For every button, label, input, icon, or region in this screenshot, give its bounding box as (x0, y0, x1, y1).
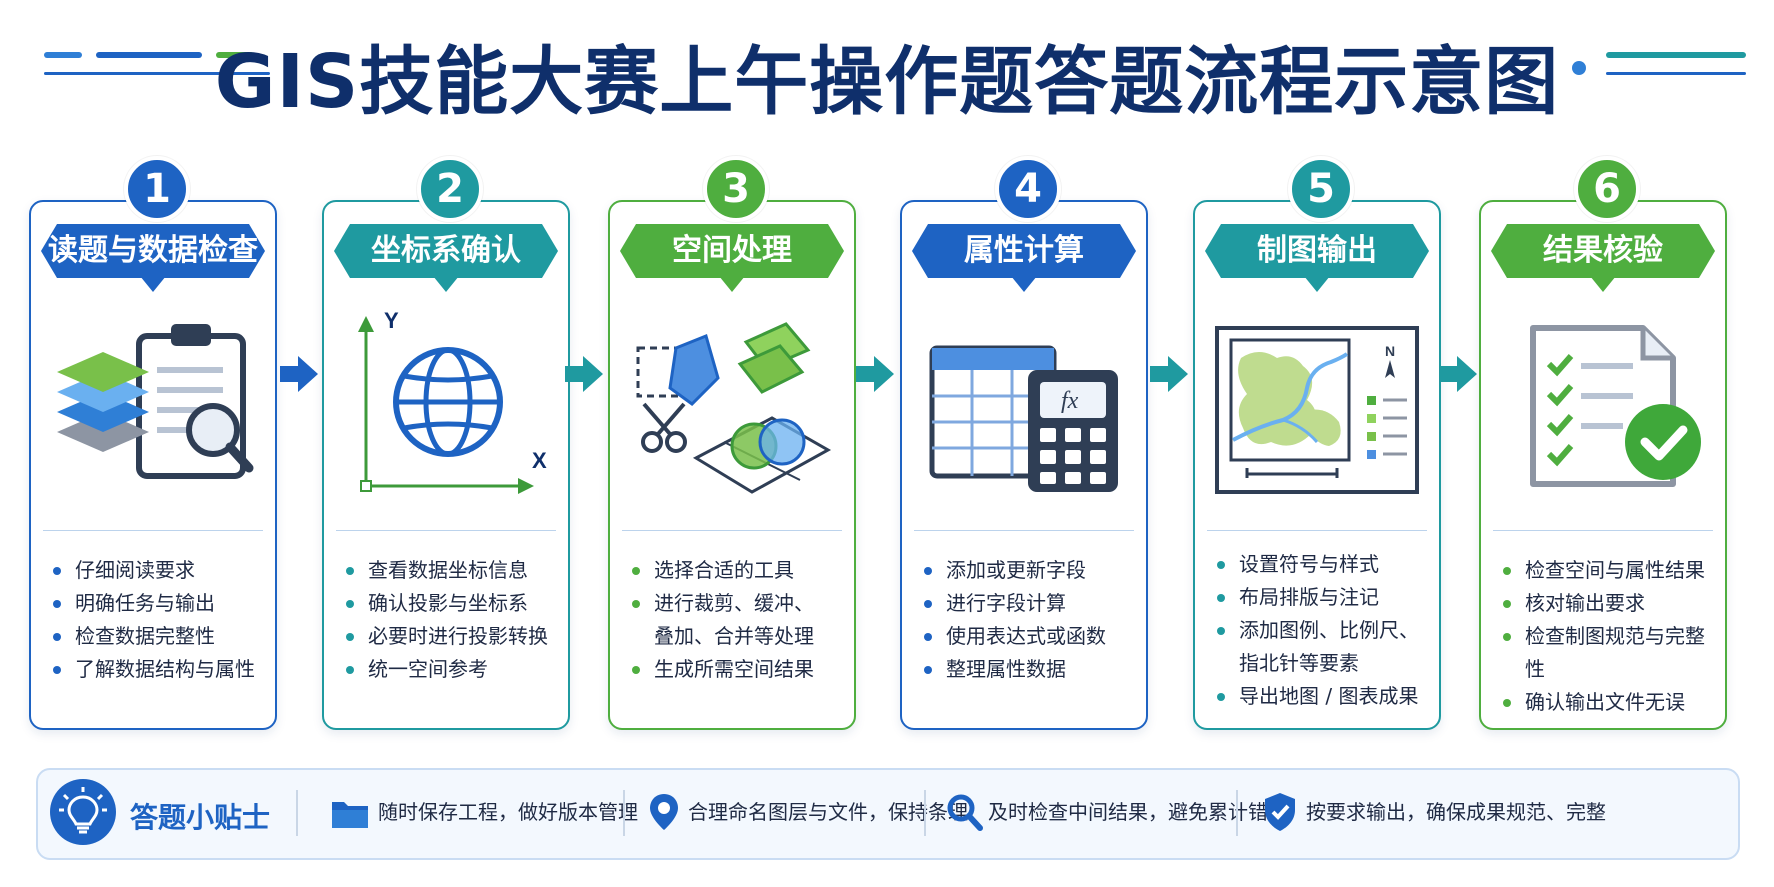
list-item: 生成所需空间结果 (630, 653, 844, 686)
step-number: 2 (417, 156, 483, 222)
tips-divider (1236, 790, 1238, 836)
north-arrow-label: N (1385, 343, 1395, 359)
list-item: 明确任务与输出 (51, 587, 265, 620)
step-title: 属性计算 (912, 224, 1136, 278)
clip-overlay-icon (636, 322, 832, 494)
card-divider (336, 530, 556, 531)
step-card-2: 2 坐标系确认 Y X 查看数据坐标信息 确认投影与坐标系 必要时进行投影转换 … (322, 156, 570, 730)
list-item: 确认输出文件无误 (1501, 686, 1715, 719)
step-checklist: 选择合适的工具 进行裁剪、缓冲、 叠加、合并等处理 生成所需空间结果 (630, 554, 844, 686)
card-divider (43, 530, 263, 531)
search-icon (947, 794, 983, 831)
step-card-6: 6 结果核验 检查空间与属性结果 核对输出要求 检查制图规范与完整性 确认输出文… (1479, 156, 1727, 730)
title-deco-right-1 (1606, 52, 1746, 58)
step-checklist: 添加或更新字段 进行字段计算 使用表达式或函数 整理属性数据 (922, 554, 1136, 686)
card-divider (1493, 530, 1713, 531)
tip-text: 及时检查中间结果，避免累计错误 (988, 800, 1288, 824)
step-title: 结果核验 (1491, 224, 1715, 278)
list-item: 布局排版与注记 (1215, 581, 1429, 614)
step-number: 4 (995, 156, 1061, 222)
title-deco-right-line (1606, 72, 1746, 75)
lightbulb-icon (50, 779, 116, 845)
step-title: 空间处理 (620, 224, 844, 278)
step-card-4: 4 属性计算 fx 添加或更新字段 进行字段计算 使用表达式或函数 整理属性数据 (900, 156, 1148, 730)
list-item: 确认投影与坐标系 (344, 587, 558, 620)
title-deco-left-3 (216, 52, 254, 58)
axis-x-label: X (532, 448, 547, 473)
banner-pointer (1590, 276, 1616, 292)
flow-arrow-icon (856, 356, 894, 392)
location-pin-icon (650, 794, 678, 830)
tips-divider (924, 790, 926, 836)
step-title: 读题与数据检查 (41, 224, 265, 278)
list-item: 了解数据结构与属性 (51, 653, 265, 686)
list-item: 设置符号与样式 (1215, 548, 1429, 581)
shield-check-icon (1265, 793, 1295, 831)
card-divider (1207, 530, 1427, 531)
axis-y-label: Y (384, 308, 399, 333)
step-card-5: 5 制图输出 N 设置符号与样式 布局排版与注记 添加图例、比例尺、 指北针等要… (1193, 156, 1441, 730)
flow-arrow-icon (565, 356, 603, 392)
step-checklist: 设置符号与样式 布局排版与注记 添加图例、比例尺、 指北针等要素 导出地图 / … (1215, 548, 1429, 713)
list-item: 导出地图 / 图表成果 (1215, 680, 1429, 713)
card-divider (914, 530, 1134, 531)
page-title: GIS技能大赛上午操作题答题流程示意图 (214, 39, 1560, 125)
globe-axes-icon: Y X (358, 308, 547, 494)
list-item: 叠加、合并等处理 (654, 624, 814, 648)
step-checklist: 检查空间与属性结果 核对输出要求 检查制图规范与完整性 确认输出文件无误 (1501, 554, 1715, 719)
banner-pointer (433, 276, 459, 292)
list-item: 核对输出要求 (1501, 587, 1715, 620)
step-number: 6 (1574, 156, 1640, 222)
list-item: 使用表达式或函数 (922, 620, 1136, 653)
flow-arrow-icon (1439, 356, 1477, 392)
banner-pointer (719, 276, 745, 292)
table-calculator-icon: fx (929, 345, 1118, 492)
checklist-check-icon (1530, 325, 1701, 487)
title-deco-left-2 (96, 52, 202, 58)
tips-divider (623, 790, 625, 836)
list-item: 添加或更新字段 (922, 554, 1136, 587)
banner-pointer (140, 276, 166, 292)
list-item: 进行裁剪、缓冲、 (630, 587, 844, 620)
list-item: 检查制图规范与完整性 (1501, 620, 1715, 686)
list-item: 查看数据坐标信息 (344, 554, 558, 587)
flow-arrow-icon (280, 356, 318, 392)
card-divider (622, 530, 842, 531)
step-checklist: 查看数据坐标信息 确认投影与坐标系 必要时进行投影转换 统一空间参考 (344, 554, 558, 686)
title-deco-left-1 (44, 52, 82, 58)
tip-text: 随时保存工程，做好版本管理 (378, 800, 638, 824)
list-item: 添加图例、比例尺、 (1215, 614, 1429, 647)
title-deco-left-line (44, 72, 270, 75)
title-deco-dot (1572, 61, 1586, 75)
flow-arrow-icon (1150, 356, 1188, 392)
step-title: 坐标系确认 (334, 224, 558, 278)
list-item: 检查空间与属性结果 (1501, 554, 1715, 587)
list-item: 检查数据完整性 (51, 620, 265, 653)
list-item: 仔细阅读要求 (51, 554, 265, 587)
list-item: 统一空间参考 (344, 653, 558, 686)
list-item: 必要时进行投影转换 (344, 620, 558, 653)
step-number: 3 (703, 156, 769, 222)
list-item: 整理属性数据 (922, 653, 1136, 686)
tip-text: 合理命名图层与文件，保持条理 (688, 800, 968, 824)
tips-title: 答题小贴士 (130, 801, 271, 834)
tips-divider (296, 790, 298, 836)
banner-pointer (1011, 276, 1037, 292)
step-number: 5 (1288, 156, 1354, 222)
step-card-3: 3 空间处理 选择合适的工具 进行裁剪、缓冲、 叠加、合并等处理 生成所需空间结… (608, 156, 856, 730)
step-checklist: 仔细阅读要求 明确任务与输出 检查数据完整性 了解数据结构与属性 (51, 554, 265, 686)
tip-text: 按要求输出，确保成果规范、完整 (1306, 800, 1606, 824)
step-title: 制图输出 (1205, 224, 1429, 278)
list-item: 进行字段计算 (922, 587, 1136, 620)
list-item: 指北针等要素 (1239, 651, 1359, 675)
layers-clipboard-magnifier-icon (57, 324, 254, 479)
map-layout-icon: N (1215, 326, 1419, 494)
step-number: 1 (124, 156, 190, 222)
step-card-1: 1 读题与数据检查 仔细阅读要求 明确任务与输出 检查数据完整性 了解数据结构与… (29, 156, 277, 730)
tips-bar: 答题小贴士 随时保存工程，做好版本管理 合理命名图层与文件，保持条理 及时检查中… (36, 768, 1740, 860)
list-item: 选择合适的工具 (630, 554, 844, 587)
fx-label: fx (1061, 388, 1079, 414)
folder-icon (332, 802, 368, 828)
banner-pointer (1304, 276, 1330, 292)
